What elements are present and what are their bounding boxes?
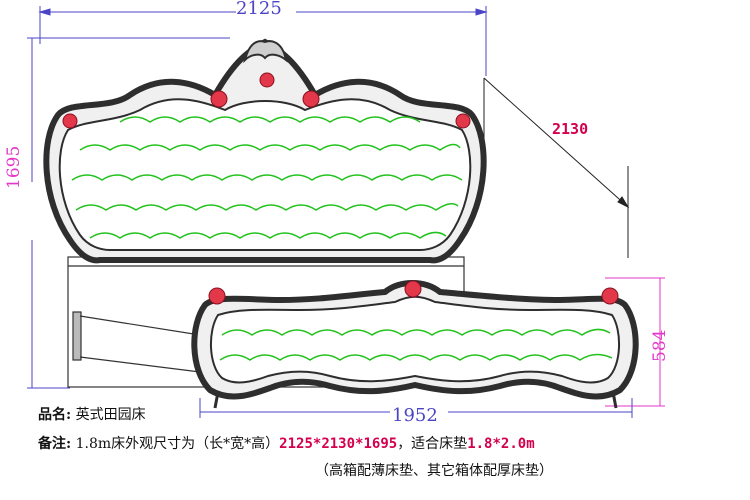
length-dimension bbox=[483, 77, 630, 258]
left-height-dimension bbox=[27, 37, 230, 389]
rose-ornaments bbox=[62, 72, 471, 129]
footboard-width-label: 1952 bbox=[392, 405, 438, 426]
product-name-label: 品名: bbox=[38, 407, 72, 423]
headboard-tufting bbox=[71, 116, 463, 239]
note-text: 1.8m床外观尺寸为（长*宽*高） bbox=[75, 436, 280, 452]
note-mid: ，适合床垫 bbox=[397, 436, 468, 452]
bottom-width-dimension bbox=[199, 398, 633, 418]
footboard bbox=[191, 280, 639, 409]
footboard-tufting bbox=[219, 328, 613, 361]
note-label: 备注: bbox=[38, 436, 72, 452]
note-line: 备注: 1.8m床外观尺寸为（长*宽*高）2125*2130*1695，适合床垫… bbox=[38, 433, 535, 453]
mattress-size: 1.8*2.0m bbox=[467, 436, 535, 452]
product-name-value: 英式田园床 bbox=[75, 407, 146, 423]
top-width-dimension bbox=[38, 6, 488, 76]
footboard-height-label: 584 bbox=[650, 329, 670, 362]
note-line-2: （高箱配薄床垫、其它箱体配厚床垫） bbox=[315, 463, 553, 479]
product-name-line: 品名: 英式田园床 bbox=[38, 404, 146, 424]
headboard bbox=[43, 38, 487, 264]
overall-width-label: 2125 bbox=[236, 0, 282, 19]
headboard-height-label: 1695 bbox=[4, 145, 24, 189]
length-label: 2130 bbox=[552, 120, 589, 138]
note-size: 2125*2130*1695 bbox=[279, 436, 398, 452]
